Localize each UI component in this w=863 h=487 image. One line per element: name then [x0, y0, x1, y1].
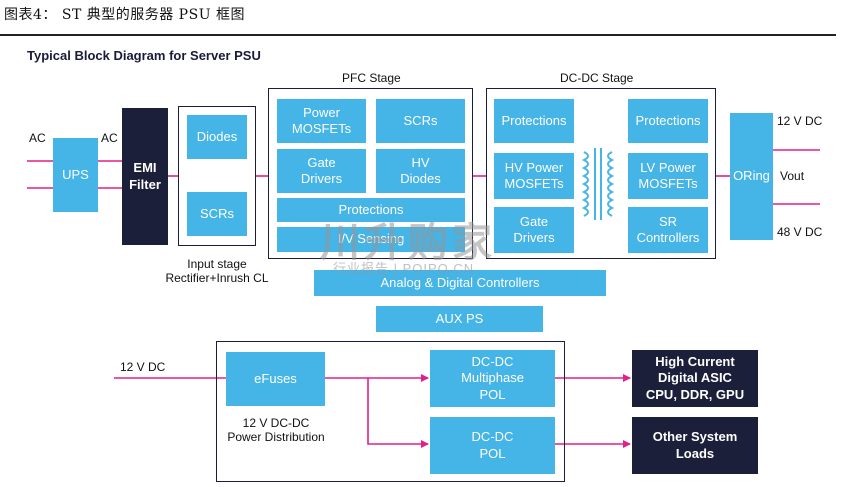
- input-12v-label: 12 V DC: [120, 360, 166, 374]
- diodes-block: Diodes: [187, 115, 247, 159]
- hv-power-mosfets-block: HV Power MOSFETs: [494, 153, 574, 199]
- dcdc-stage-frame: [486, 88, 716, 259]
- lv-power-mosfets-block: LV Power MOSFETs: [628, 153, 708, 199]
- input-stage-title: Input stage: [187, 257, 247, 271]
- output-48v-label: 48 V DC: [777, 225, 823, 239]
- other-system-loads-block: Other System Loads: [632, 417, 758, 474]
- ups-block: UPS: [53, 138, 98, 212]
- power-distribution-frame: [216, 341, 565, 482]
- analog-digital-controllers-block: Analog & Digital Controllers: [314, 270, 606, 296]
- oring-block: ORing: [730, 113, 773, 240]
- emi-filter-block: EMI Filter: [122, 108, 168, 245]
- protections-dcdc-right-block: Protections: [628, 99, 708, 143]
- sr-controllers-block: SR Controllers: [628, 207, 708, 253]
- power-distribution-subtitle: Power Distribution: [227, 430, 325, 444]
- iv-sensing-block: I/V Sensing: [277, 227, 465, 252]
- power-distribution-title: 12 V DC-DC: [242, 416, 310, 430]
- diagram-title: Typical Block Diagram for Server PSU: [27, 48, 261, 63]
- caption-divider: [0, 34, 836, 36]
- hv-diodes-block: HV Diodes: [376, 149, 465, 193]
- input-stage-label: Input stage Rectifier+Inrush CL: [160, 257, 274, 285]
- power-mosfets-block: Power MOSFETs: [277, 99, 366, 143]
- dcdc-pol-block: DC-DC POL: [430, 417, 555, 474]
- ac-input-label: AC: [29, 131, 46, 145]
- dcdc-multiphase-pol-block: DC-DC Multiphase POL: [430, 350, 555, 407]
- protections-pfc-block: Protections: [277, 198, 465, 222]
- scrs-input-block: SCRs: [187, 192, 247, 236]
- high-current-asic-block: High Current Digital ASIC CPU, DDR, GPU: [632, 350, 758, 407]
- wire-efuses-to-pol: [367, 378, 429, 448]
- output-12v-label: 12 V DC: [777, 114, 823, 128]
- protections-dcdc-left-block: Protections: [494, 99, 574, 143]
- transformer-icon: [581, 148, 615, 220]
- scrs-pfc-block: SCRs: [376, 99, 465, 143]
- aux-ps-block: AUX PS: [376, 306, 543, 332]
- vout-label: Vout: [780, 169, 805, 183]
- gate-drivers-pfc-block: Gate Drivers: [277, 149, 366, 193]
- ac-mid-label: AC: [101, 131, 118, 145]
- efuses-block: eFuses: [226, 352, 325, 406]
- gate-drivers-dcdc-block: Gate Drivers: [494, 207, 574, 253]
- pfc-stage-frame: [268, 88, 473, 259]
- power-distribution-label: 12 V DC-DC Power Distribution: [220, 416, 332, 444]
- dcdc-stage-label: DC-DC Stage: [560, 71, 634, 85]
- pfc-stage-label: PFC Stage: [342, 71, 401, 85]
- input-stage-subtitle: Rectifier+Inrush CL: [165, 271, 269, 285]
- figure-caption: 图表4： ST 典型的服务器 PSU 框图: [4, 7, 245, 23]
- input-stage-frame: [178, 106, 256, 246]
